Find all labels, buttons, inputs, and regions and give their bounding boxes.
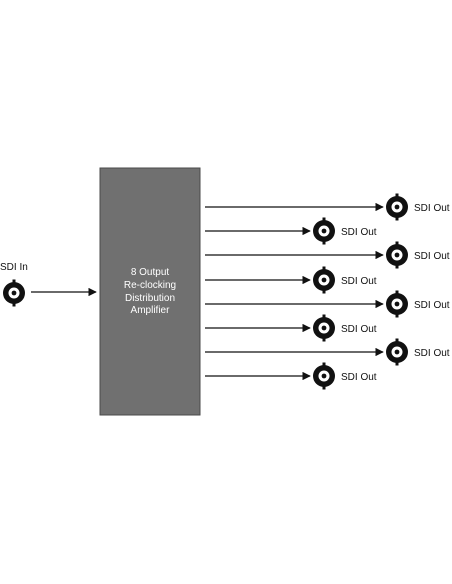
- distribution-amplifier-box: 8 Output Re-clocking Distribution Amplif…: [99, 167, 201, 416]
- device-body: [99, 167, 201, 416]
- output-bnc-connector-icon: [386, 193, 408, 221]
- input-group: SDI In: [0, 262, 97, 307]
- input-bnc-connector-icon: [3, 279, 25, 307]
- output-row: SDI Out: [205, 362, 377, 390]
- output-bnc-connector-icon: [386, 290, 408, 318]
- device-label-line-3: Distribution: [125, 293, 175, 304]
- output-bnc-connector-icon: [313, 266, 335, 294]
- output-label: SDI Out: [414, 348, 450, 359]
- output-row: SDI Out: [205, 217, 377, 245]
- output-row: SDI Out: [205, 266, 377, 294]
- device-label-line-1: 8 Output: [131, 267, 170, 278]
- input-label: SDI In: [0, 262, 28, 273]
- output-bnc-connector-icon: [313, 314, 335, 342]
- output-row: SDI Out: [205, 290, 450, 318]
- output-label: SDI Out: [414, 203, 450, 214]
- output-label: SDI Out: [341, 324, 377, 335]
- output-row: SDI Out: [205, 314, 377, 342]
- output-bnc-connector-icon: [386, 338, 408, 366]
- output-bnc-connector-icon: [313, 362, 335, 390]
- device-label-line-2: Re-clocking: [124, 280, 176, 291]
- output-label: SDI Out: [414, 251, 450, 262]
- output-row: SDI Out: [205, 241, 450, 269]
- output-label: SDI Out: [341, 276, 377, 287]
- output-row: SDI Out: [205, 193, 450, 221]
- output-row: SDI Out: [205, 338, 450, 366]
- output-label: SDI Out: [414, 300, 450, 311]
- output-bnc-connector-icon: [386, 241, 408, 269]
- output-label: SDI Out: [341, 372, 377, 383]
- output-label: SDI Out: [341, 227, 377, 238]
- device-label-line-4: Amplifier: [131, 305, 171, 316]
- output-bnc-connector-icon: [313, 217, 335, 245]
